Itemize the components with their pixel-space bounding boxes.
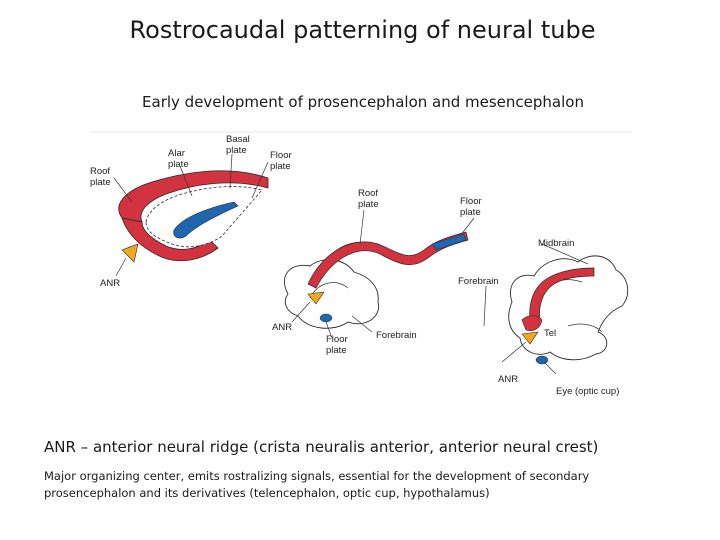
lead-floor-2 [459, 217, 475, 237]
lead-forebrain-3 [483, 285, 487, 327]
lead-roof-1 [113, 177, 133, 203]
stage1-blue-floor [173, 201, 239, 239]
lead-anr-2 [291, 301, 311, 323]
label-eye-optic-cup: Eye (optic cup) [556, 386, 619, 397]
neural-tube-diagram: Roof plate Alar plate Basal plate Floor … [90, 131, 632, 397]
stage3-anr-mark [521, 331, 539, 345]
stage2-red-roof [307, 231, 469, 289]
stage3-inner-fold-2 [567, 323, 603, 333]
lead-anr-3 [501, 341, 527, 363]
stage2-blue-floor [431, 233, 467, 251]
label-anr-3: ANR [498, 374, 518, 385]
neural-tube-figure: Roof plate Alar plate Basal plate Floor … [82, 126, 642, 398]
label-anr-2: ANR [272, 322, 292, 333]
stage3-red-tel [521, 315, 543, 331]
stage1-anr-mark [121, 243, 139, 263]
label-basal-plate: Basal plate [226, 134, 252, 156]
lead-anr-1 [115, 257, 127, 277]
stage-3-brain-vesicles: Midbrain Forebrain Tel ANR Eye (optic cu… [458, 238, 629, 397]
label-alar-plate: Alar plate [168, 148, 189, 170]
stage2-blue-floor-dot [319, 313, 333, 323]
label-forebrain-2: Forebrain [376, 330, 417, 341]
label-floor-plate-1: Floor plate [270, 150, 294, 172]
stage3-blue-eye [535, 355, 549, 365]
label-tel: Tel [544, 328, 556, 339]
lead-roof-2 [359, 209, 365, 245]
lead-midbrain [541, 243, 589, 265]
label-roof-plate-2: Roof plate [358, 188, 381, 210]
lead-basal [229, 153, 233, 189]
caption-anr-definition: ANR – anterior neural ridge (crista neur… [44, 438, 599, 456]
slide-title: Rostrocaudal patterning of neural tube [129, 16, 596, 44]
label-anr-1: ANR [100, 278, 120, 289]
stage2-anr-mark [307, 291, 325, 305]
label-floor-plate-3: Floor plate [326, 334, 350, 356]
label-roof-plate-1: Roof plate [90, 166, 113, 188]
stage3-red-roof [529, 267, 595, 323]
stage-1-neural-plate: Roof plate Alar plate Basal plate Floor … [90, 134, 294, 289]
label-forebrain-3: Forebrain [458, 276, 499, 287]
stage-2-neural-tube: Roof plate Floor plate ANR Floor plate F… [272, 188, 484, 356]
caption-anr-detail: Major organizing center, emits rostraliz… [44, 469, 590, 500]
slide-subtitle: Early development of prosencephalon and … [142, 93, 584, 111]
lead-eye [543, 361, 557, 375]
label-floor-plate-2: Floor plate [460, 196, 484, 218]
stage3-outline [508, 255, 629, 361]
stage2-forebrain-outline [283, 259, 379, 329]
lead-floor-1 [251, 161, 269, 199]
stage1-red-rim-upper [118, 170, 269, 223]
lead-forebrain-2 [351, 315, 373, 333]
label-midbrain: Midbrain [538, 238, 574, 249]
lead-alar [179, 165, 193, 197]
lead-floor-3 [325, 321, 333, 339]
